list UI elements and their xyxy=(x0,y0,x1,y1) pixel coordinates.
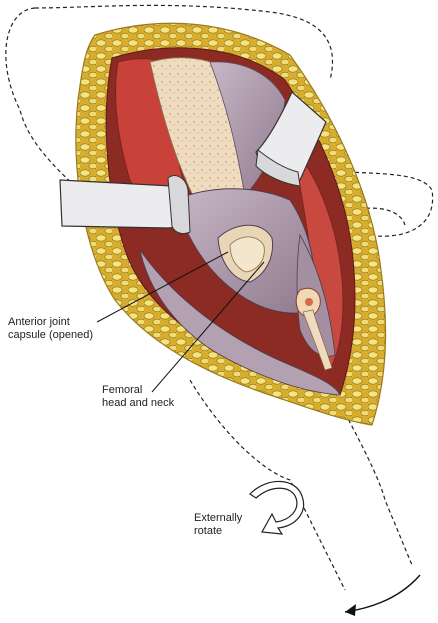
rotation-arrow-icon xyxy=(249,480,305,535)
bottom-rotation-arrow xyxy=(344,574,421,613)
label-anterior-joint-capsule: Anterior joint capsule (opened) xyxy=(8,316,93,342)
muscle-right xyxy=(294,148,344,372)
femoral-head xyxy=(229,236,265,273)
limb-outline-right xyxy=(319,169,434,237)
label-line: Femoral xyxy=(102,384,143,396)
leader-line-femoral-head xyxy=(151,261,265,393)
femoral-neck-marrow xyxy=(305,298,313,306)
label-line: Externally xyxy=(194,512,243,524)
label-externally-rotate: Externally rotate xyxy=(194,512,242,538)
bottom-arrowhead-icon xyxy=(345,604,356,616)
label-line: capsule (opened) xyxy=(8,329,94,341)
label-line: head and neck xyxy=(102,397,175,409)
limb-outline-top xyxy=(34,4,334,81)
limb-outline-thigh-left xyxy=(189,379,346,591)
label-line: rotate xyxy=(194,525,223,537)
retractor-left-tip xyxy=(167,175,191,235)
retractor-right-blade xyxy=(255,149,301,187)
femoral-shaft xyxy=(302,309,333,371)
label-line: Anterior joint xyxy=(8,316,70,328)
leader-line-capsule xyxy=(96,251,229,323)
muscle-lower-left xyxy=(139,249,341,396)
label-femoral-head-and-neck: Femoral head and neck xyxy=(102,384,174,410)
